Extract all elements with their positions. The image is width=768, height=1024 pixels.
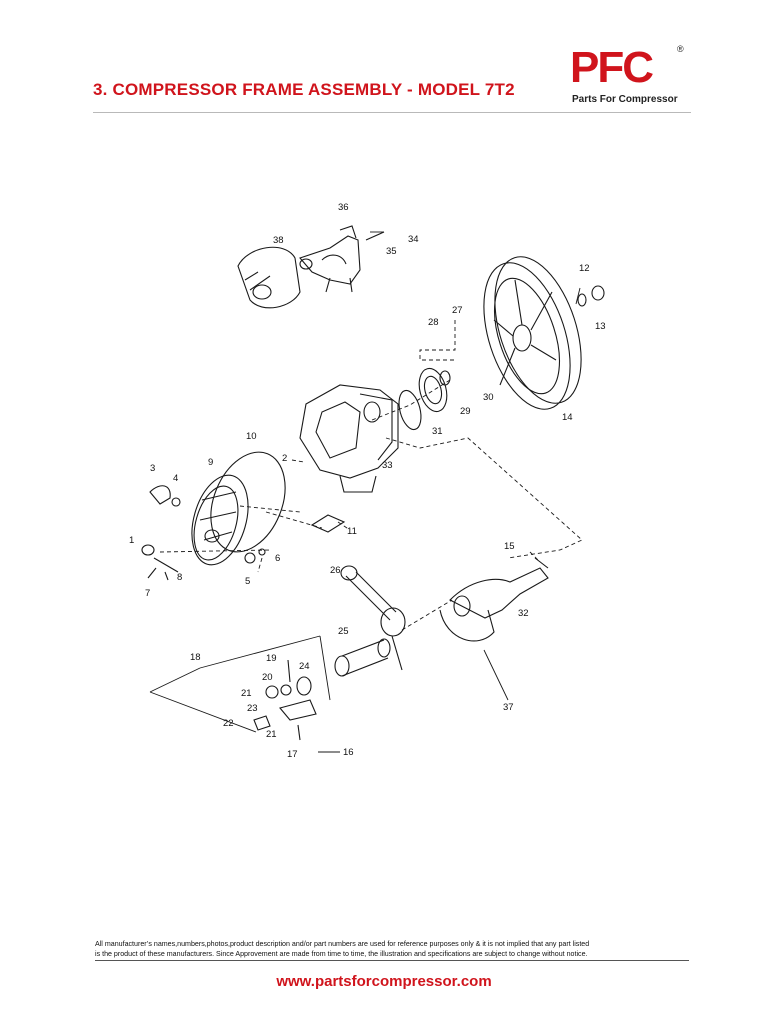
disclaimer-line-1: All manufacturer’s names,numbers,photos,…	[95, 940, 590, 948]
diagram-drawing	[141, 225, 605, 741]
part-label-11: 11	[347, 526, 357, 537]
disclaimer-line-2: is the product of these manufacturers. S…	[95, 949, 588, 958]
registered-mark-icon: ®	[677, 44, 684, 54]
page-title: 3. COMPRESSOR FRAME ASSEMBLY - MODEL 7T2	[93, 80, 515, 99]
part-label-9: 9	[208, 457, 213, 468]
part-label-10: 10	[246, 431, 257, 442]
part-label-36: 36	[338, 202, 349, 213]
part-label-37: 37	[503, 702, 514, 713]
website-link[interactable]: www.partsforcompressor.com	[276, 973, 492, 990]
part-label-32: 32	[518, 608, 529, 619]
part-label-19: 19	[266, 653, 277, 664]
part-label-13: 13	[595, 321, 606, 332]
part-label-31: 31	[432, 426, 443, 437]
part-label-29: 29	[460, 406, 471, 417]
part-label-7: 7	[145, 588, 150, 599]
part-number-labels: 36 34 35 38 12 27 28 13 30 29 31 14 10 2…	[129, 202, 606, 760]
part-label-1: 1	[129, 535, 134, 546]
leader-lines	[159, 320, 583, 631]
part-label-34: 34	[408, 234, 419, 245]
pfc-logo: PFC ® Parts For Compressor	[570, 42, 690, 108]
part-label-22: 22	[223, 718, 234, 729]
part-label-5: 5	[245, 576, 250, 587]
svg-text:PFC: PFC	[570, 43, 653, 92]
part-label-23: 23	[247, 703, 258, 714]
part-label-20: 20	[262, 672, 273, 683]
part-label-25: 25	[338, 626, 349, 637]
part-label-16: 16	[343, 747, 354, 758]
part-label-15: 15	[504, 541, 515, 552]
bracket-lines	[149, 231, 581, 753]
part-label-3: 3	[150, 463, 155, 474]
part-label-35: 35	[386, 246, 397, 257]
header-rule	[93, 112, 691, 113]
part-label-18: 18	[190, 652, 201, 663]
exploded-parts-diagram: 36 34 35 38 12 27 28 13 30 29 31 14 10 2…	[129, 202, 606, 760]
part-label-33: 33	[382, 460, 393, 471]
disclaimer: All manufacturer’s names,numbers,photos,…	[95, 940, 695, 959]
part-label-8: 8	[177, 572, 182, 583]
part-label-17: 17	[287, 749, 298, 760]
pfc-logo-mark: PFC ®	[570, 43, 684, 92]
part-label-4: 4	[173, 473, 178, 484]
part-label-6: 6	[275, 553, 280, 564]
part-label-30: 30	[483, 392, 494, 403]
part-label-2: 2	[282, 453, 287, 464]
part-label-26: 26	[330, 565, 341, 576]
part-label-14: 14	[562, 412, 573, 423]
part-label-24: 24	[299, 661, 310, 672]
part-label-38: 38	[273, 235, 284, 246]
part-label-27: 27	[452, 305, 463, 316]
logo-tagline: Parts For Compressor	[572, 94, 678, 105]
footer-rule	[95, 960, 689, 961]
part-label-12: 12	[579, 263, 590, 274]
part-label-21b: 21	[266, 729, 277, 740]
part-label-28: 28	[428, 317, 439, 328]
part-label-21: 21	[241, 688, 252, 699]
